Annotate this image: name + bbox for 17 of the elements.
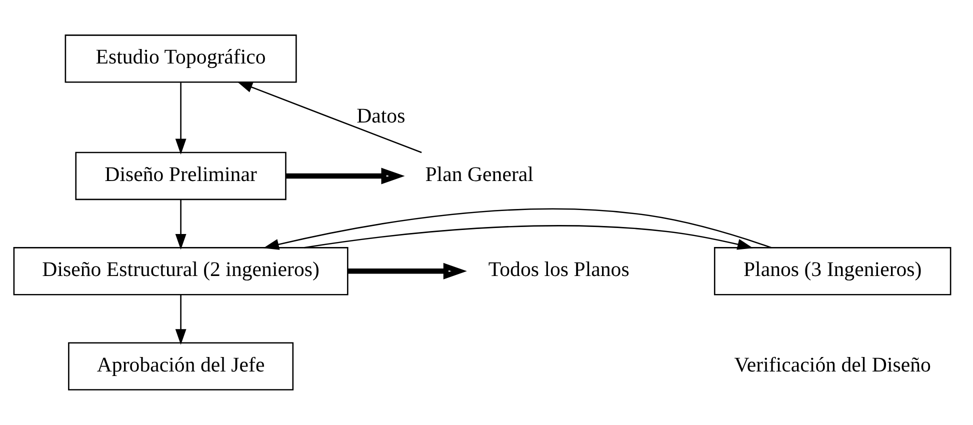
node-box: Diseño Estructural (2 ingenieros) [13, 247, 348, 296]
node-text: Plan General [425, 162, 534, 186]
label: Verificación del Diseño [734, 352, 931, 376]
node-box: Diseño Preliminar [75, 152, 286, 200]
arrow [236, 82, 422, 154]
edge-label: Datos [356, 103, 406, 128]
arrow [304, 225, 754, 250]
arrow [263, 208, 772, 250]
node-box: Aprobación del Jefe [68, 342, 294, 390]
node-box: Planos (3 Ingenieros) [714, 247, 952, 296]
arrow [175, 82, 186, 154]
arrow [175, 294, 186, 345]
arrow [348, 262, 467, 280]
arrow [175, 200, 186, 250]
node-text: Todos los Planos [488, 257, 630, 282]
node-box: Estudio Topográfico [64, 34, 297, 83]
arrow [286, 168, 405, 184]
